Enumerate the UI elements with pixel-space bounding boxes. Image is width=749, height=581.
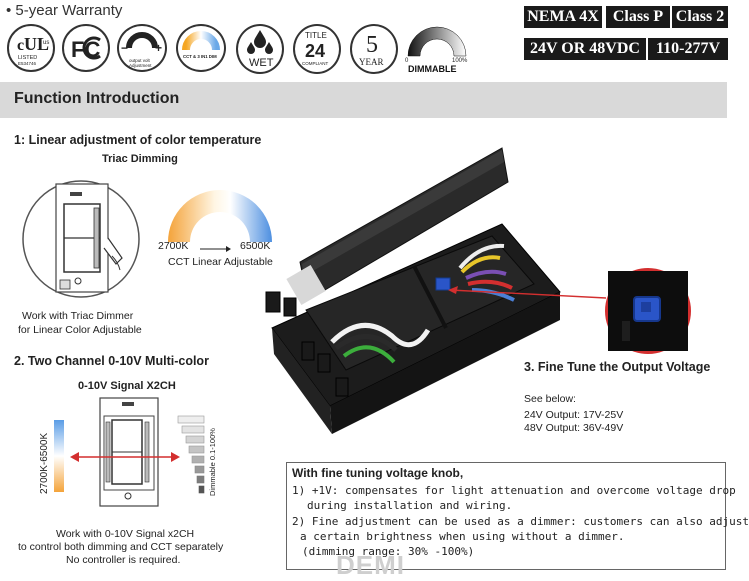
feature3-see-below: See below: xyxy=(524,393,576,405)
dual-0-10v-switch-illustration xyxy=(98,396,160,508)
feature2-caption-line2: to control both dimming and CCT separate… xyxy=(18,541,224,553)
svg-text:us: us xyxy=(43,40,49,46)
warranty-label: • 5-year Warranty xyxy=(6,2,123,19)
class-2-tag: Class 2 xyxy=(672,6,728,28)
svg-text:TITLE: TITLE xyxy=(305,31,327,40)
cct-gradient-arc xyxy=(164,184,276,244)
info-item1-line2: during installation and wiring. xyxy=(307,499,513,512)
triac-dimmer-switch-illustration xyxy=(20,178,142,300)
output-volt-adjustment-icon: − + output volt Adjustment xyxy=(117,24,167,72)
svg-text:CCT & 3 IN1 DIM: CCT & 3 IN1 DIM xyxy=(183,54,217,59)
info-box-title: With fine tuning voltage knob, xyxy=(292,466,464,480)
class-p-tag: Class P xyxy=(606,6,670,28)
svg-text:LISTED: LISTED xyxy=(18,55,37,61)
svg-text:−: − xyxy=(121,41,128,55)
svg-text:100%: 100% xyxy=(452,58,468,64)
section-title: Function Introduction xyxy=(14,90,180,107)
feature3-48v-output: 48V Output: 36V-49V xyxy=(524,422,624,434)
feature2-heading: 2. Two Channel 0-10V Multi-color xyxy=(14,354,209,368)
dimmable-icon: 0 100% DIMMABLE xyxy=(402,22,472,78)
voltage-dc-tag: 24V OR 48VDC xyxy=(524,38,646,60)
svg-text:E534746: E534746 xyxy=(18,61,37,66)
section-header-bar xyxy=(0,82,727,118)
svg-text:2700K-6500K: 2700K-6500K xyxy=(39,433,50,494)
info-item1-line1: 1) +1V: compensates for light attenuatio… xyxy=(292,484,736,497)
info-item2-line2: a certain brightness when using without … xyxy=(300,530,625,543)
voltage-ac-tag: 110-277V xyxy=(648,38,728,60)
voltage-knob-zoom-icon xyxy=(605,268,691,354)
cct-3-in-1-dim-icon: CCT & 3 IN1 DIM xyxy=(176,24,226,72)
svg-text:DIMMABLE: DIMMABLE xyxy=(408,64,457,74)
cct-label: CCT Linear Adjustable xyxy=(168,256,273,268)
svg-text:Dimmable 0.1-100%: Dimmable 0.1-100% xyxy=(208,428,217,496)
info-item2-line1: 2) Fine adjustment can be used as a dimm… xyxy=(292,515,749,528)
callout-pointer-line xyxy=(436,276,636,316)
cct-low-label: 2700K xyxy=(158,240,189,252)
cct-high-label: 6500K xyxy=(240,240,271,252)
feature1-caption-line2: for Linear Color Adjustable xyxy=(18,324,142,336)
cct-vertical-label: 2700K-6500K xyxy=(36,424,50,496)
cct-vertical-gradient-bar xyxy=(54,420,64,492)
svg-text:COMPLIANT: COMPLIANT xyxy=(302,61,329,66)
svg-text:Adjustment: Adjustment xyxy=(129,63,152,68)
svg-text:WET: WET xyxy=(249,57,274,69)
svg-text:UL: UL xyxy=(24,34,49,54)
watermark: DEMI xyxy=(336,550,405,580)
feature2-caption-line1: Work with 0-10V Signal x2CH xyxy=(56,528,195,540)
dimming-vertical-label: Dimmable 0.1-100% xyxy=(206,414,218,498)
svg-text:YEAR: YEAR xyxy=(359,57,384,67)
svg-text:24: 24 xyxy=(305,41,325,61)
voltage-knob-info-box xyxy=(286,462,726,570)
fcc-icon: FC xyxy=(62,24,110,72)
info-item2-line3: (dimming range: 30% -100%) xyxy=(302,545,475,558)
feature3-24v-output: 24V Output: 17V-25V xyxy=(524,409,624,421)
wet-icon: WET xyxy=(236,24,284,74)
feature1-heading: 1: Linear adjustment of color temperatur… xyxy=(14,133,262,147)
nema-4x-tag: NEMA 4X xyxy=(524,6,602,28)
feature2-subheading: 0-10V Signal X2CH xyxy=(78,380,176,392)
feature1-subheading: Triac Dimming xyxy=(102,153,178,165)
cct-range-arrow-icon xyxy=(198,241,232,252)
svg-text:c: c xyxy=(17,37,24,54)
title-24-icon: TITLE 24 COMPLIANT xyxy=(293,24,341,74)
feature3-heading: 3. Fine Tune the Output Voltage xyxy=(524,360,711,374)
dimming-level-steps xyxy=(176,414,206,496)
feature1-caption-line1: Work with Triac Dimmer xyxy=(22,310,134,322)
driver-junction-box-image xyxy=(262,142,572,442)
feature2-caption-line3: No controller is required. xyxy=(66,554,181,566)
svg-text:5: 5 xyxy=(366,32,378,58)
five-year-icon: 5 YEAR xyxy=(350,24,398,74)
svg-text:0: 0 xyxy=(405,58,409,64)
control-double-arrow-icon xyxy=(70,450,180,462)
svg-text:+: + xyxy=(155,41,162,55)
svg-text:output volt: output volt xyxy=(129,58,151,63)
ul-listed-icon: c UL us LISTED E534746 xyxy=(7,24,55,72)
